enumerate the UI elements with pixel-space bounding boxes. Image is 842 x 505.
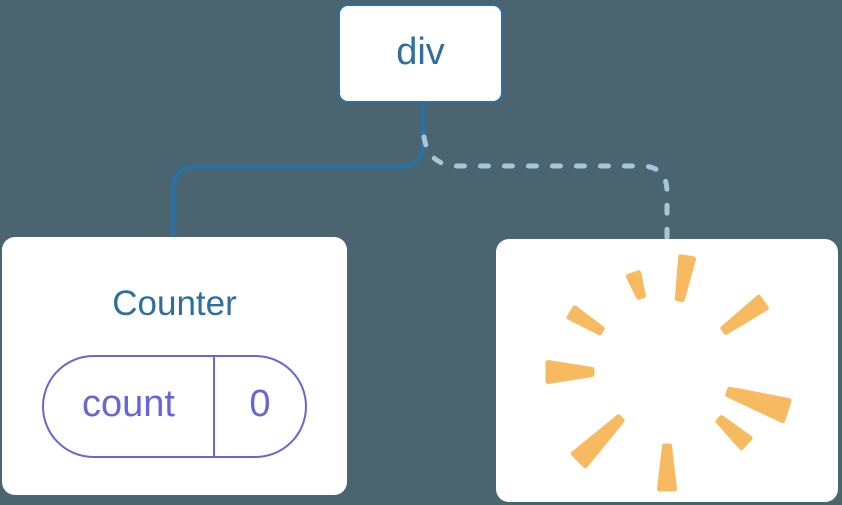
- counter-node-title: Counter: [112, 284, 237, 323]
- state-pill: count 0: [42, 355, 307, 458]
- root-node-label: div: [396, 30, 445, 73]
- edge-solid-div-to-counter: [170, 100, 426, 241]
- state-pill-key: count: [82, 383, 175, 425]
- removed-node-card: [496, 239, 838, 502]
- state-pill-value: 0: [249, 383, 271, 425]
- edge-dashed-div-to-removed: [421, 134, 670, 241]
- root-node-div: div: [338, 4, 503, 103]
- poof-burst-icon: [545, 254, 792, 492]
- state-pill-divider: [213, 357, 215, 456]
- counter-node-card: Counter count 0: [2, 237, 347, 495]
